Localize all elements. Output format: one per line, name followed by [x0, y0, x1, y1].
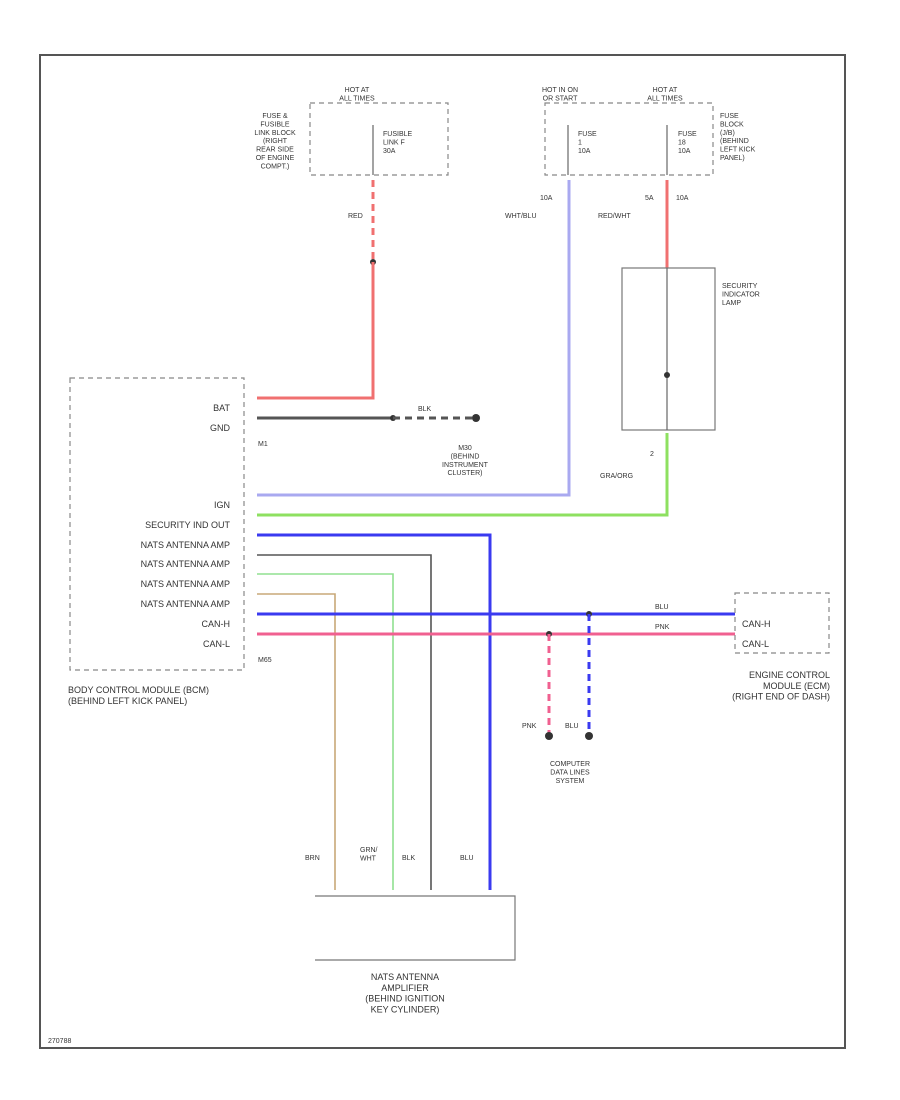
bcm-pin-nats-4: NATS ANTENNA AMP	[141, 599, 230, 609]
wire-gra-org	[257, 433, 669, 517]
wire-red-wht-label: RED/WHT	[598, 213, 631, 220]
bcm-pin-security: SECURITY IND OUT	[145, 520, 230, 530]
wire-grn-wht-nats	[257, 573, 394, 890]
fuse-block-right	[544, 102, 714, 176]
amp-wire-blk-label: BLK	[402, 855, 416, 862]
bcm-pin-nats-2: NATS ANTENNA AMP	[141, 559, 230, 569]
ecm-box	[734, 592, 830, 654]
bcm-label: BODY CONTROL MODULE (BCM)(BEHIND LEFT KI…	[68, 685, 209, 706]
wire-blk-nats	[257, 554, 432, 890]
bcm-pin-canl: CAN-L	[203, 639, 230, 649]
wire-5a-label: 5A	[645, 195, 654, 202]
cdl-blu-terminal	[585, 732, 593, 740]
bcm-box	[69, 377, 245, 671]
security-indicator-lamp-box	[621, 267, 716, 431]
cdl-pnk-label: PNK	[522, 723, 537, 730]
ground-icon	[472, 414, 480, 422]
bcm-pin-bat: BAT	[213, 403, 230, 413]
wire-wht-blu-ign	[257, 180, 571, 497]
ecm-wire-pnk-label: PNK	[655, 624, 670, 631]
ecm-wire-blu-label: BLU	[655, 604, 669, 611]
wire-red-label: RED	[348, 213, 363, 220]
diagram-border	[39, 54, 846, 1049]
bcm-connector-top: M1	[258, 441, 268, 448]
wire-wht-blu-label: WHT/BLU	[505, 213, 537, 220]
cdl-blu-label: BLU	[565, 723, 579, 730]
amp-wire-grn-wht-label: GRN/WHT	[360, 847, 378, 862]
wire-red-bat	[257, 262, 375, 400]
ecm-pin-canl: CAN-L	[742, 639, 769, 649]
bcm-pin-canh: CAN-H	[202, 619, 231, 629]
fusible-link-box	[309, 102, 449, 176]
bcm-pin-ign: IGN	[214, 500, 230, 510]
amp-wire-brn-label: BRN	[305, 855, 320, 862]
lamp-bulb-icon	[664, 372, 670, 378]
diagram-id: 270788	[48, 1038, 71, 1045]
wire-10a-2-label: 10A	[676, 195, 689, 202]
wire-blu-nats	[257, 533, 492, 890]
bcm-connector-bot: M65	[258, 657, 272, 664]
amp-wire-blu-label: BLU	[460, 855, 474, 862]
lamp-pin-label: 2	[650, 451, 654, 458]
nats-amplifier-box	[315, 895, 516, 961]
bcm-pin-nats-1: NATS ANTENNA AMP	[141, 540, 230, 550]
bcm-pin-nats-3: NATS ANTENNA AMP	[141, 579, 230, 589]
ground-wire-label: BLK	[418, 406, 432, 413]
ecm-pin-canh: CAN-H	[742, 619, 771, 629]
wire-gra-org-label: GRA/ORG	[600, 473, 633, 480]
cdl-pnk-terminal	[545, 732, 553, 740]
wire-10a-label: 10A	[540, 195, 553, 202]
wire-brn-nats	[257, 593, 336, 890]
bcm-pin-gnd: GND	[210, 423, 231, 433]
